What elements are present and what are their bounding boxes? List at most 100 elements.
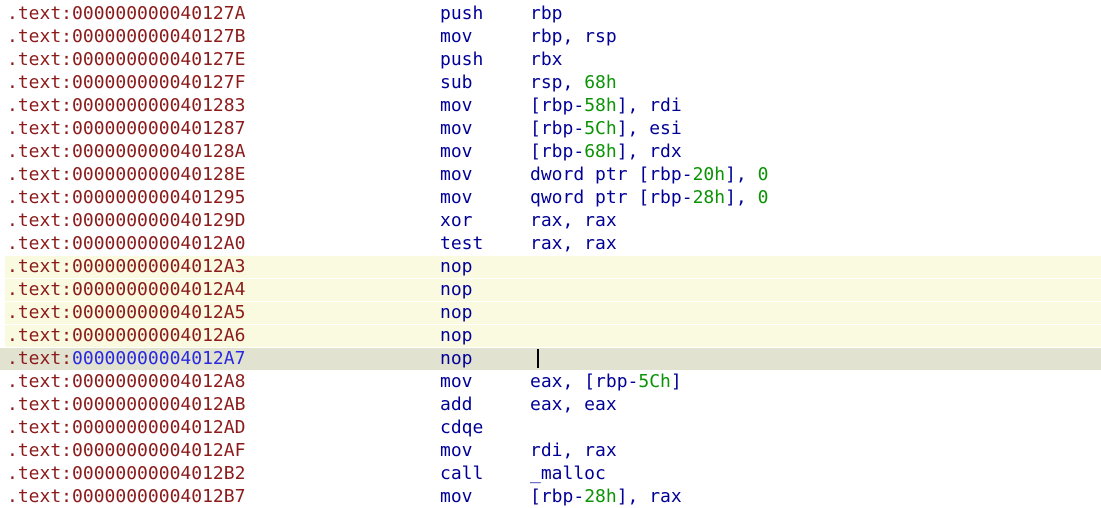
operand-number[interactable]: 5Ch xyxy=(584,118,617,139)
line-address[interactable]: .text:00000000004012A0 xyxy=(7,232,440,255)
operands[interactable]: rbp xyxy=(530,3,563,24)
segment-prefix[interactable]: .text: xyxy=(7,325,73,346)
line-address[interactable]: .text:000000000040129D xyxy=(7,209,440,232)
operand-text[interactable]: ], xyxy=(725,187,758,208)
segment-prefix[interactable]: .text: xyxy=(7,26,73,47)
address-digits[interactable]: 000000000040127E xyxy=(72,49,246,70)
operand-text[interactable]: rax, rax xyxy=(530,233,617,254)
operands[interactable]: rbp, rsp xyxy=(530,26,617,47)
address-digits[interactable]: 0000000000401295 xyxy=(72,187,246,208)
operand-text[interactable]: ], esi xyxy=(616,118,682,139)
line-address[interactable]: .text:000000000040128E xyxy=(7,163,440,186)
mnemonic[interactable]: mov xyxy=(440,141,473,162)
operand-number[interactable]: 5Ch xyxy=(638,371,671,392)
mnemonic[interactable]: mov xyxy=(440,371,473,392)
line-address[interactable]: .text:00000000004012B2 xyxy=(7,462,440,485)
operand-text[interactable]: qword ptr [rbp- xyxy=(530,187,693,208)
line-address[interactable]: .text:00000000004012A7 xyxy=(7,347,440,370)
operands[interactable]: qword ptr [rbp-28h], 0 xyxy=(530,187,768,208)
address-digits[interactable]: 00000000004012A8 xyxy=(72,371,246,392)
address-digits[interactable]: 00000000004012AB xyxy=(72,394,246,415)
mnemonic[interactable]: mov xyxy=(440,95,473,116)
line-address[interactable]: .text:000000000040127F xyxy=(7,71,440,94)
line-address[interactable]: .text:000000000040127E xyxy=(7,48,440,71)
mnemonic[interactable]: mov xyxy=(440,164,473,185)
segment-prefix[interactable]: .text: xyxy=(7,348,73,369)
address-digits[interactable]: 0000000000401287 xyxy=(72,118,246,139)
operands[interactable]: rax, rax xyxy=(530,210,617,231)
operand-text[interactable]: [rbp- xyxy=(530,486,585,507)
address-digits[interactable]: 00000000004012AF xyxy=(72,440,246,461)
segment-prefix[interactable]: .text: xyxy=(7,141,73,162)
line-address[interactable]: .text:00000000004012AD xyxy=(7,416,440,439)
segment-prefix[interactable]: .text: xyxy=(7,302,73,323)
mnemonic[interactable]: xor xyxy=(440,210,473,231)
operand-number[interactable]: 58h xyxy=(584,95,617,116)
mnemonic[interactable]: mov xyxy=(440,440,473,461)
operands[interactable]: [rbp-5Ch], esi xyxy=(530,118,682,139)
line-address[interactable]: .text:00000000004012A3 xyxy=(7,255,440,278)
line-address[interactable]: .text:00000000004012B7 xyxy=(7,485,440,508)
operand-text[interactable]: eax, [rbp- xyxy=(530,371,639,392)
operands[interactable]: rdi, rax xyxy=(530,440,617,461)
mnemonic[interactable]: mov xyxy=(440,486,473,507)
address-digits[interactable]: 00000000004012B2 xyxy=(72,463,246,484)
operands[interactable]: dword ptr [rbp-20h], 0 xyxy=(530,164,768,185)
segment-prefix[interactable]: .text: xyxy=(7,210,73,231)
mnemonic[interactable]: add xyxy=(440,394,473,415)
operand-number[interactable]: 68h xyxy=(584,141,617,162)
address-digits[interactable]: 00000000004012A4 xyxy=(72,279,246,300)
segment-prefix[interactable]: .text: xyxy=(7,486,73,507)
operand-text[interactable]: [rbp- xyxy=(530,95,585,116)
segment-prefix[interactable]: .text: xyxy=(7,72,73,93)
segment-prefix[interactable]: .text: xyxy=(7,118,73,139)
address-digits[interactable]: 00000000004012B7 xyxy=(72,486,246,507)
operands[interactable]: [rbp-58h], rdi xyxy=(530,95,682,116)
operand-number[interactable]: 28h xyxy=(692,187,726,208)
operand-number[interactable]: 28h xyxy=(584,486,617,507)
operand-text[interactable]: ], rdi xyxy=(616,95,682,116)
address-digits[interactable]: 000000000040129D xyxy=(72,210,246,231)
operands[interactable]: eax, [rbp-5Ch] xyxy=(530,371,682,392)
operand-text[interactable]: eax, eax xyxy=(530,394,617,415)
operand-text[interactable]: [rbp- xyxy=(530,118,585,139)
operand-text[interactable]: ] xyxy=(670,371,682,392)
line-address[interactable]: .text:00000000004012A8 xyxy=(7,370,440,393)
operand-text[interactable]: rbp xyxy=(530,3,563,24)
operand-text[interactable]: ], rax xyxy=(616,486,682,507)
operands[interactable]: eax, eax xyxy=(530,394,617,415)
mnemonic[interactable]: call xyxy=(440,463,484,484)
mnemonic[interactable]: nop xyxy=(440,348,473,369)
address-digits[interactable]: 00000000004012A0 xyxy=(72,233,246,254)
mnemonic[interactable]: nop xyxy=(440,325,473,346)
segment-prefix[interactable]: .text: xyxy=(7,187,73,208)
operand-text[interactable]: dword ptr [rbp- xyxy=(530,164,693,185)
segment-prefix[interactable]: .text: xyxy=(7,463,73,484)
address-digits[interactable]: 000000000040127A xyxy=(72,3,246,24)
line-address[interactable]: .text:00000000004012A6 xyxy=(7,324,440,347)
mnemonic[interactable]: nop xyxy=(440,256,473,277)
operands[interactable]: rsp, 68h xyxy=(530,72,617,93)
operand-text[interactable]: rsp, xyxy=(530,72,585,93)
segment-prefix[interactable]: .text: xyxy=(7,95,73,116)
line-address[interactable]: .text:0000000000401287 xyxy=(7,117,440,140)
segment-prefix[interactable]: .text: xyxy=(7,394,73,415)
line-address[interactable]: .text:0000000000401295 xyxy=(7,186,440,209)
operand-text[interactable]: rdi, rax xyxy=(530,440,617,461)
mnemonic[interactable]: cdqe xyxy=(440,417,484,438)
operand-text[interactable]: rbx xyxy=(530,49,563,70)
line-address[interactable]: .text:00000000004012AF xyxy=(7,439,440,462)
line-address[interactable]: .text:000000000040127B xyxy=(7,25,440,48)
